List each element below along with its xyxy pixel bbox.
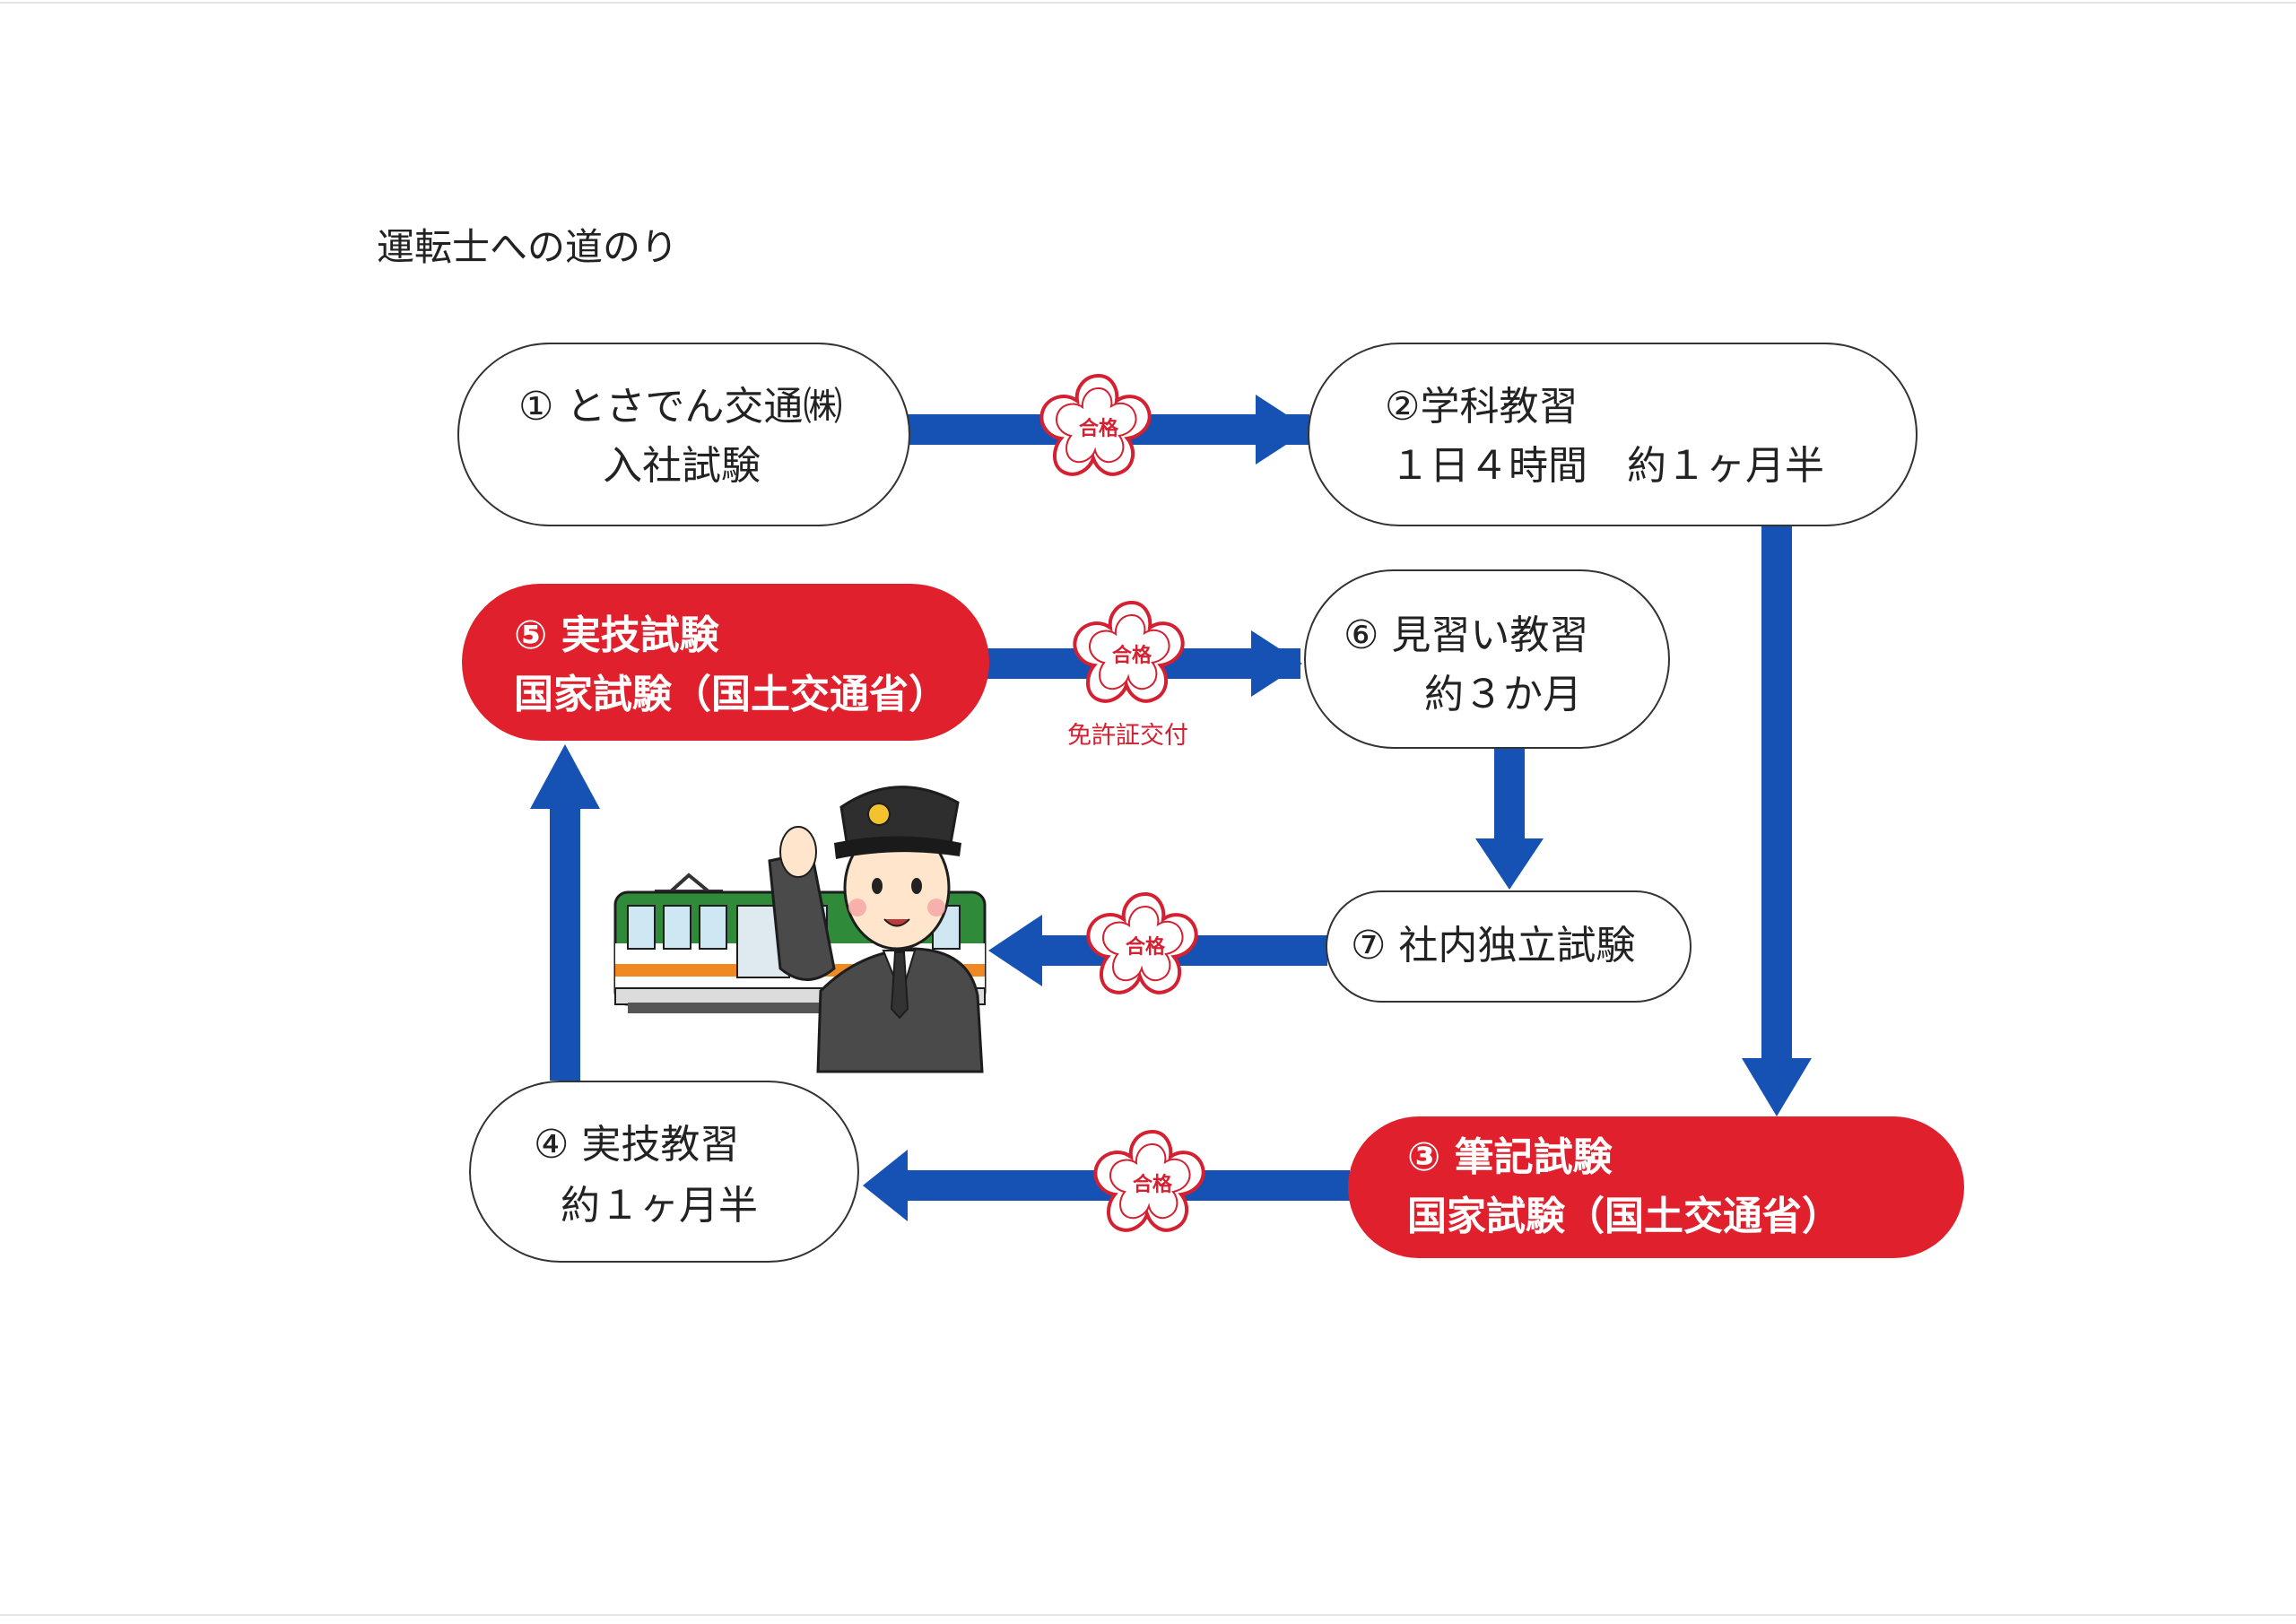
sakura-stamp-icon: 合格 xyxy=(1093,1130,1205,1232)
step-4-practical-training: ④ 実技教習 約１ヶ月半 xyxy=(469,1081,859,1263)
page-title: 運転士への道のり xyxy=(377,225,679,269)
step-5-line-1: ⑤ 実技試験 xyxy=(514,612,719,658)
conductor-illustration xyxy=(768,786,984,1073)
stamp-label: 合格 xyxy=(1112,644,1152,667)
arrow-6-to-7 xyxy=(1475,747,1544,890)
step-2-line-2: １日４時間 約１ヶ月半 xyxy=(1390,443,1824,489)
step-7-internal-exam: ⑦ 社内独立試験 xyxy=(1326,890,1692,1003)
step-4-line-1: ④ 実技教習 xyxy=(534,1122,740,1168)
step-3-line-1: ③ 筆記試験 xyxy=(1407,1134,1613,1180)
sakura-stamp-icon: 合格 xyxy=(1086,892,1198,994)
step-1-line-1: ① とさでん交通㈱ xyxy=(518,384,843,430)
step-6-apprentice-training: ⑥ 見習い教習 約３か月 xyxy=(1304,569,1670,749)
stamp-label: 合格 xyxy=(1126,935,1166,959)
step-5-practical-exam: ⑤ 実技試験 国家試験（国土交通省） xyxy=(462,584,989,741)
license-issuance-note: 免許証交付 xyxy=(1067,722,1188,750)
arrow-4-to-5 xyxy=(530,744,600,1081)
step-6-line-1: ⑥ 見習い教習 xyxy=(1344,612,1589,658)
bottom-scan-rule xyxy=(0,1614,2296,1616)
stamp-label: 合格 xyxy=(1079,417,1119,440)
step-6-line-2: 約３か月 xyxy=(1424,672,1582,717)
step-1-line-2: 入社試験 xyxy=(603,443,761,489)
step-5-line-2: 国家試験（国土交通省） xyxy=(514,672,948,717)
sakura-stamp-icon: 合格 xyxy=(1073,601,1185,703)
sakura-stamp-icon: 合格 xyxy=(1039,374,1152,476)
step-2-classroom-training: ②学科教習 １日４時間 約１ヶ月半 xyxy=(1308,343,1918,526)
step-4-line-2: 約１ヶ月半 xyxy=(561,1183,758,1229)
step-3-line-2: 国家試験（国土交通省） xyxy=(1407,1194,1841,1239)
step-3-written-exam: ③ 筆記試験 国家試験（国土交通省） xyxy=(1348,1116,1964,1258)
top-scan-rule xyxy=(0,2,2296,4)
stamp-label: 合格 xyxy=(1133,1173,1173,1196)
step-1-entrance-exam: ① とさでん交通㈱ 入社試験 xyxy=(457,343,910,526)
arrow-2-to-3 xyxy=(1742,522,1812,1116)
step-7-line-1: ⑦ 社内独立試験 xyxy=(1351,923,1636,968)
step-2-line-1: ②学科教習 xyxy=(1385,384,1578,430)
